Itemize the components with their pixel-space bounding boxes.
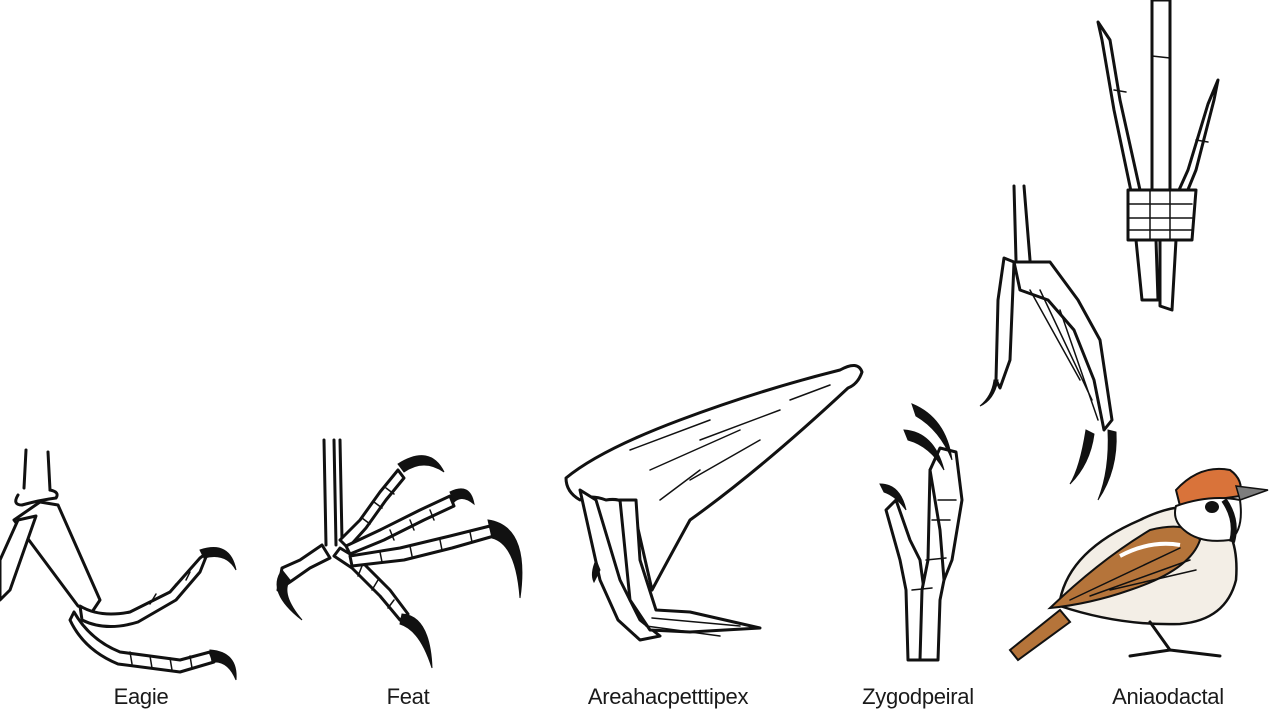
label-zygodactyl: Zygodpeiral xyxy=(862,684,974,709)
eagle-leg-figure xyxy=(0,448,237,681)
label-anisodactyl: Aniaodactal xyxy=(1112,684,1224,709)
wing-foot-figure xyxy=(564,364,864,642)
label-feet: Feat xyxy=(386,684,430,709)
sparrow-illustration xyxy=(1008,468,1269,662)
feet-claw-figure xyxy=(276,438,523,669)
label-wing-foot: Areahacpetttipex xyxy=(587,684,749,709)
zygodactyl-figure xyxy=(879,403,964,662)
label-eagle: Eagie xyxy=(113,684,169,709)
hanging-leg-figure xyxy=(979,184,1117,501)
upright-toes-figure xyxy=(1096,0,1220,312)
